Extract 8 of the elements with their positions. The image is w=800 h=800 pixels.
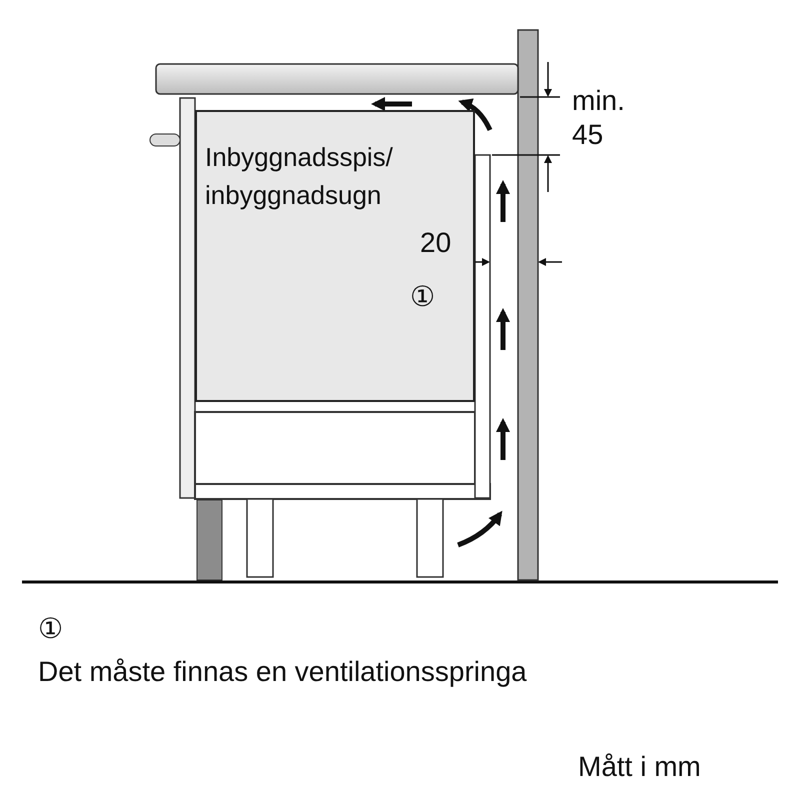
dimension-label: min. 45 <box>572 84 626 152</box>
units-note: Mått i mm <box>578 750 701 784</box>
dimension-label: 20 <box>420 226 452 260</box>
oven-box <box>195 110 475 402</box>
note-text: Det måste finnas en ventilationsspringa <box>38 655 527 689</box>
appliance-label: Inbyggnadsspis/ inbyggnadsugn <box>205 141 394 212</box>
callout-number: ① <box>38 612 63 646</box>
callout-number: ① <box>410 280 435 314</box>
